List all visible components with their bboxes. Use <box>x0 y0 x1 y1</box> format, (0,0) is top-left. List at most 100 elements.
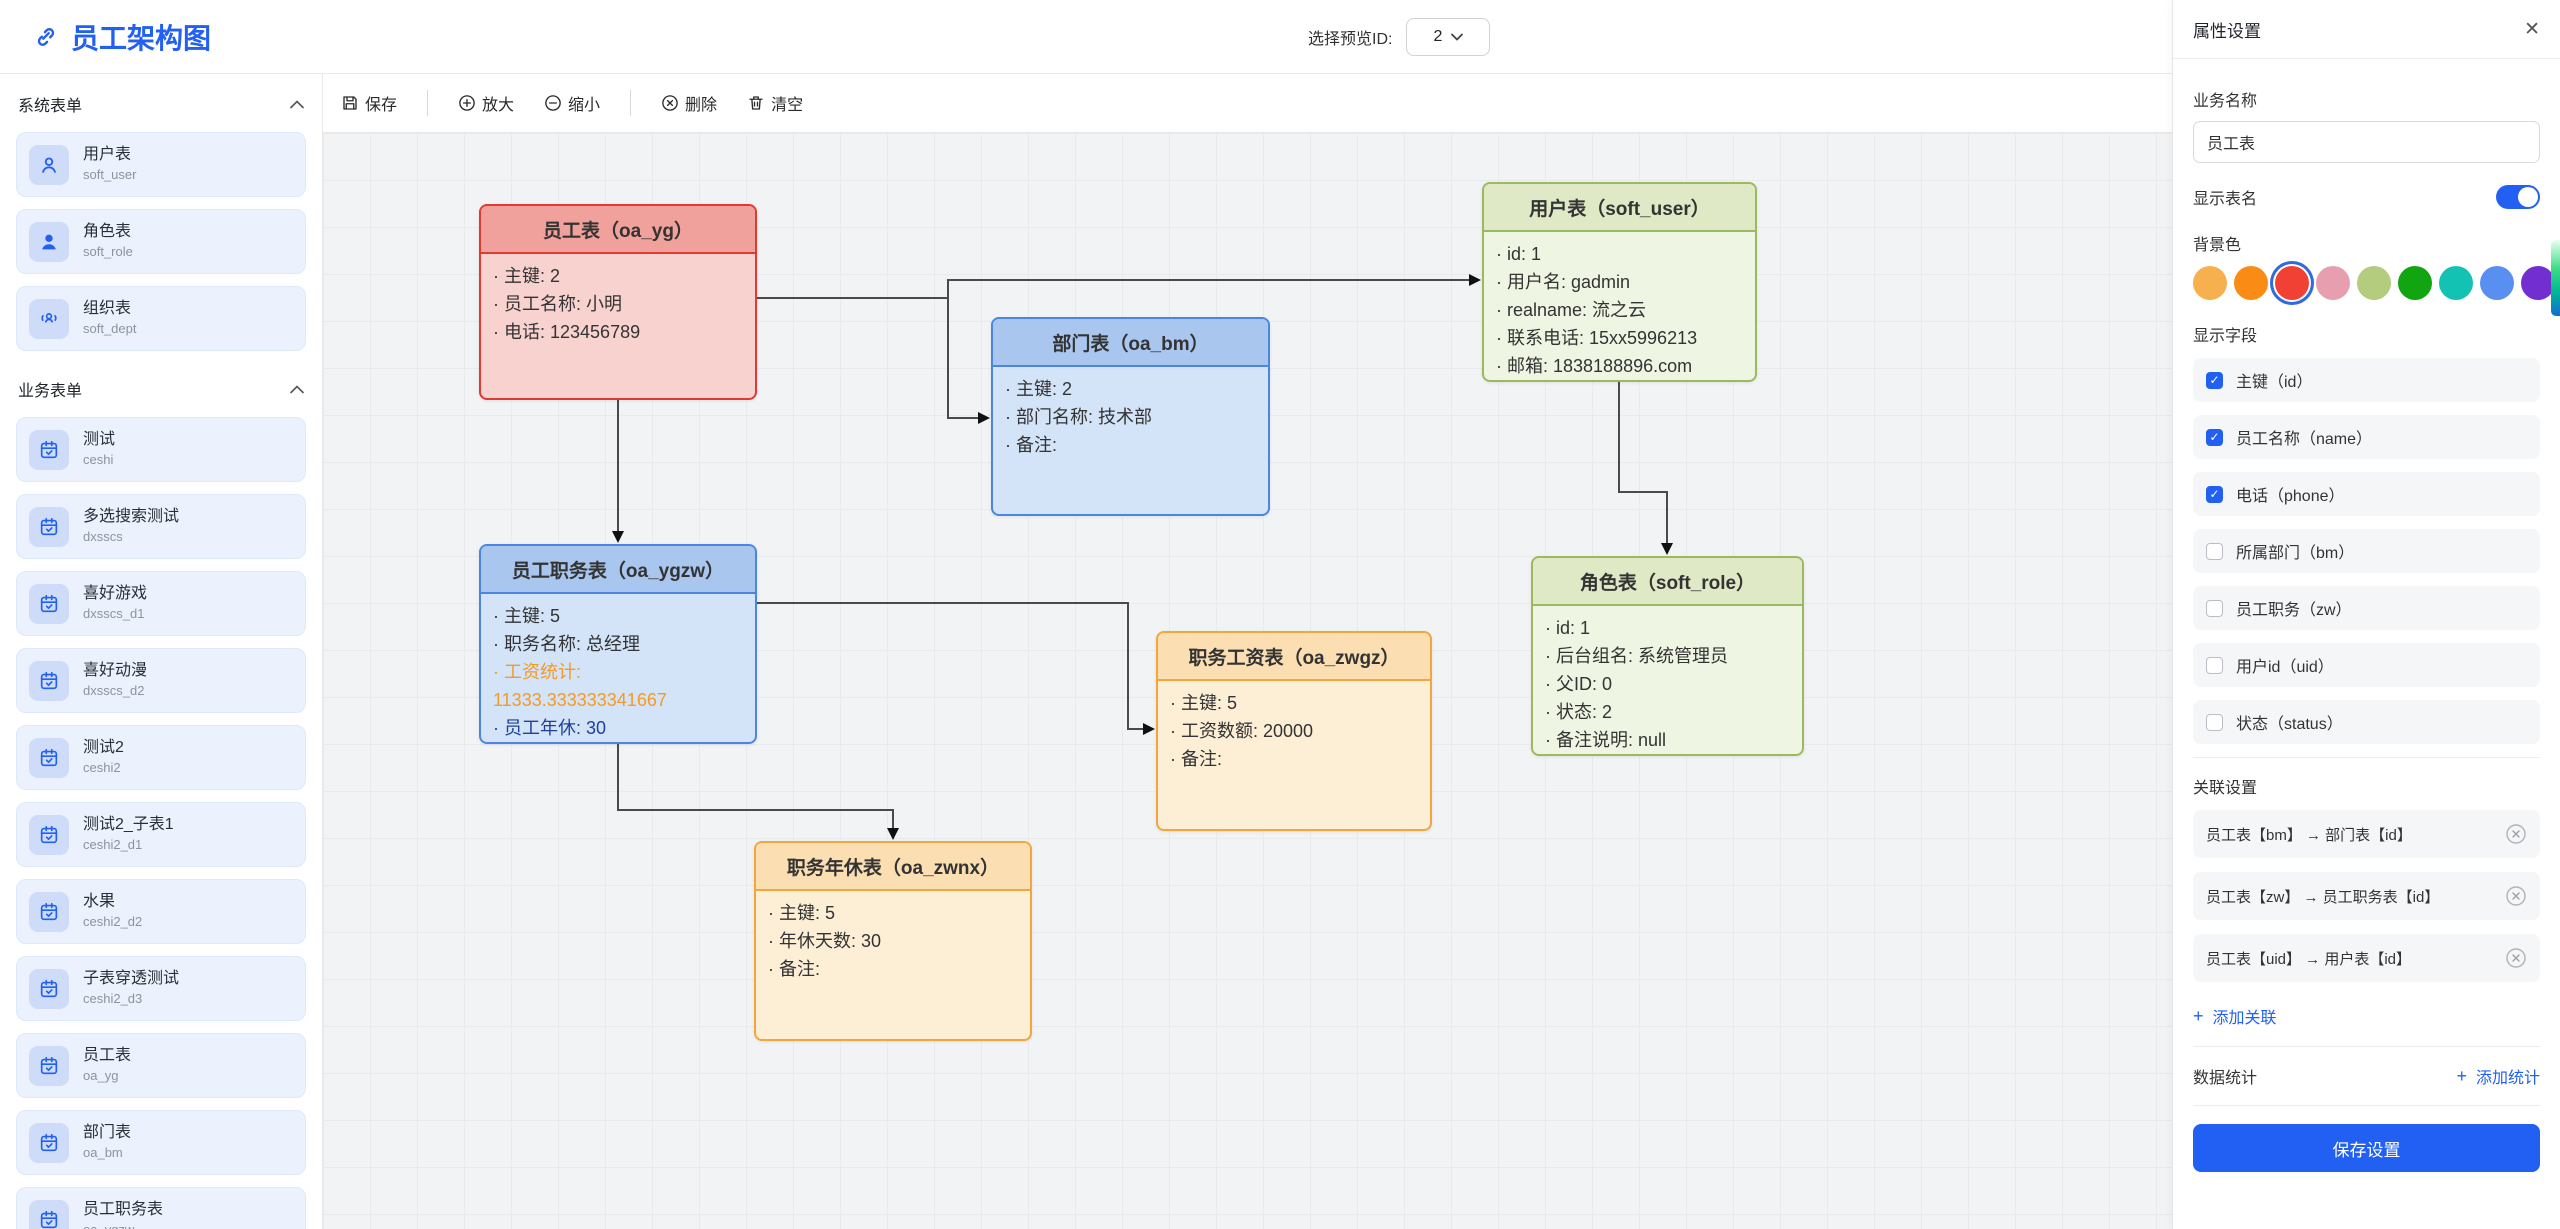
relation-edge[interactable] <box>947 298 990 424</box>
save-button[interactable]: 保存 <box>341 91 397 115</box>
table-field: 工资统计: 11333.333333341667 <box>493 658 743 714</box>
table-node-title[interactable]: 员工表（oa_yg） <box>481 206 755 254</box>
clear-button[interactable]: 清空 <box>747 91 803 115</box>
checkbox[interactable] <box>2206 656 2223 674</box>
color-gradient-slider[interactable] <box>2551 240 2560 316</box>
sidebar-item-oa_bm[interactable]: 部门表 oa_bm <box>16 1110 306 1175</box>
field-checkbox-row[interactable]: 用户id（uid） <box>2193 643 2540 687</box>
table-node-fields: id: 1后台组名: 系统管理员父ID: 0状态: 2备注说明: null组织名… <box>1533 606 1802 754</box>
close-icon[interactable]: ✕ <box>2524 18 2540 40</box>
bg-color-swatch[interactable] <box>2439 266 2473 300</box>
bg-color-swatch[interactable] <box>2234 266 2268 300</box>
table-node-title[interactable]: 角色表（soft_role） <box>1533 558 1802 606</box>
table-node-oa_zwnx[interactable]: 职务年休表（oa_zwnx） 主键: 5年休天数: 30备注: <box>754 841 1032 1041</box>
table-field: 备注: <box>768 955 1018 983</box>
relations-label: 关联设置 <box>2193 780 2258 797</box>
form-icon <box>29 506 69 547</box>
relation-edge[interactable] <box>757 274 1481 299</box>
field-checkbox-row[interactable]: 员工名称（name） <box>2193 415 2540 459</box>
sidebar-item-soft_dept[interactable]: 组织表 soft_dept <box>16 286 306 351</box>
table-node-title[interactable]: 员工职务表（oa_ygzw） <box>481 546 755 594</box>
divider <box>2193 757 2540 758</box>
table-node-title[interactable]: 职务工资表（oa_zwgz） <box>1158 633 1430 681</box>
save-icon <box>341 94 359 112</box>
relation-edge[interactable] <box>617 744 899 840</box>
sidebar-item-soft_user[interactable]: 用户表 soft_user <box>16 132 306 197</box>
relation-row: 员工表【bm】 → 部门表【id】 <box>2193 810 2540 858</box>
field-checkbox-row[interactable]: 主键（id） <box>2193 358 2540 402</box>
checkbox[interactable] <box>2206 542 2223 560</box>
table-field: 年休天数: 30 <box>768 927 1018 955</box>
table-node-soft_role[interactable]: 角色表（soft_role） id: 1后台组名: 系统管理员父ID: 0状态:… <box>1531 556 1804 756</box>
add-stat-link[interactable]: + 添加统计 <box>2456 1065 2540 1088</box>
sidebar-item-oa_ygzw[interactable]: 员工职务表 oa_ygzw <box>16 1187 306 1229</box>
remove-relation-icon[interactable] <box>2505 823 2527 845</box>
sidebar-item-ceshi[interactable]: 测试 ceshi <box>16 417 306 482</box>
field-checkbox-row[interactable]: 状态（status） <box>2193 700 2540 744</box>
app-header: 员工架构图 选择预览ID: 2 <box>0 0 2172 74</box>
plus-icon: + <box>2456 1065 2467 1086</box>
remove-relation-icon[interactable] <box>2505 885 2527 907</box>
form-icon <box>29 891 69 932</box>
table-node-oa_yg[interactable]: 员工表（oa_yg） 主键: 2员工名称: 小明电话: 123456789 <box>479 204 757 400</box>
field-checkbox-row[interactable]: 员工职务（zw） <box>2193 586 2540 630</box>
relation-edge[interactable] <box>757 602 1155 735</box>
form-icon <box>29 737 69 778</box>
chevron-up-icon[interactable] <box>290 99 304 109</box>
sidebar-item-ceshi2_d1[interactable]: 测试2_子表1 ceshi2_d1 <box>16 802 306 867</box>
remove-relation-icon[interactable] <box>2505 947 2527 969</box>
table-node-title[interactable]: 用户表（soft_user） <box>1484 184 1755 232</box>
preview-id-select[interactable]: 2 <box>1406 17 1491 56</box>
sidebar-item-dxsscs[interactable]: 多选搜索测试 dxsscs <box>16 494 306 559</box>
zoom-in-button[interactable]: 放大 <box>458 91 514 115</box>
checkbox[interactable] <box>2206 485 2223 503</box>
bg-color-swatch[interactable] <box>2398 266 2432 300</box>
checkbox[interactable] <box>2206 371 2223 389</box>
table-field: 角色: 1,1 <box>1496 380 1743 382</box>
sidebar-section-system[interactable]: 系统表单 <box>18 90 304 118</box>
bg-color-swatch[interactable] <box>2480 266 2514 300</box>
table-field: 主键: 5 <box>1170 689 1418 717</box>
table-node-title[interactable]: 部门表（oa_bm） <box>993 319 1268 367</box>
table-field: 用户名: gadmin <box>1496 268 1743 296</box>
table-node-title[interactable]: 职务年休表（oa_zwnx） <box>756 843 1030 891</box>
bg-color-swatch[interactable] <box>2275 266 2309 300</box>
sidebar-item-oa_yg[interactable]: 员工表 oa_yg <box>16 1033 306 1098</box>
bg-color-swatch[interactable] <box>2521 266 2555 300</box>
toolbar-separator <box>630 90 632 116</box>
show-table-name-toggle[interactable] <box>2496 185 2540 209</box>
sidebar-item-dxsscs_d1[interactable]: 喜好游戏 dxsscs_d1 <box>16 571 306 636</box>
table-field: 备注说明: null <box>1545 726 1790 754</box>
checkbox[interactable] <box>2206 713 2223 731</box>
table-field: 部门名称: 技术部 <box>1005 403 1256 431</box>
sidebar-item-ceshi2_d2[interactable]: 水果 ceshi2_d2 <box>16 879 306 944</box>
checkbox[interactable] <box>2206 428 2223 446</box>
sidebar-item-soft_role[interactable]: 角色表 soft_role <box>16 209 306 274</box>
checkbox[interactable] <box>2206 599 2223 617</box>
table-node-oa_bm[interactable]: 部门表（oa_bm） 主键: 2部门名称: 技术部备注: <box>991 317 1270 516</box>
sidebar-section-business[interactable]: 业务表单 <box>18 375 304 403</box>
table-node-oa_ygzw[interactable]: 员工职务表（oa_ygzw） 主键: 5职务名称: 总经理工资统计: 11333… <box>479 544 757 744</box>
diagram-canvas[interactable]: 员工表（oa_yg） 主键: 2员工名称: 小明电话: 123456789 用户… <box>323 133 2172 1229</box>
sidebar-item-ceshi2[interactable]: 测试2 ceshi2 <box>16 725 306 790</box>
field-checkbox-row[interactable]: 所属部门（bm） <box>2193 529 2540 573</box>
field-checkbox-row[interactable]: 电话（phone） <box>2193 472 2540 516</box>
chevron-up-icon[interactable] <box>290 384 304 394</box>
bg-color-swatch[interactable] <box>2316 266 2350 300</box>
add-relation-link[interactable]: + 添加关联 <box>2193 1005 2277 1028</box>
bg-color-swatch[interactable] <box>2193 266 2227 300</box>
zoom-out-button[interactable]: 缩小 <box>544 91 600 115</box>
bg-color-swatch[interactable] <box>2357 266 2391 300</box>
toolbar-separator <box>427 90 429 116</box>
save-settings-button[interactable]: 保存设置 <box>2193 1124 2540 1172</box>
sidebar-item-dxsscs_d2[interactable]: 喜好动漫 dxsscs_d2 <box>16 648 306 713</box>
table-node-fields: 主键: 2员工名称: 小明电话: 123456789 <box>481 254 755 354</box>
table-node-soft_user[interactable]: 用户表（soft_user） id: 1用户名: gadminrealname:… <box>1482 182 1757 382</box>
sidebar-item-ceshi2_d3[interactable]: 子表穿透测试 ceshi2_d3 <box>16 956 306 1021</box>
delete-button[interactable]: 删除 <box>661 91 717 115</box>
table-node-oa_zwgz[interactable]: 职务工资表（oa_zwgz） 主键: 5工资数额: 20000备注: <box>1156 631 1432 831</box>
bg-color-swatches <box>2193 266 2555 300</box>
business-name-input[interactable] <box>2193 121 2540 163</box>
sidebar: 系统表单 用户表 soft_user 角色表 soft_role 组织表 sof… <box>0 74 323 1229</box>
relation-edge[interactable] <box>1618 382 1673 555</box>
